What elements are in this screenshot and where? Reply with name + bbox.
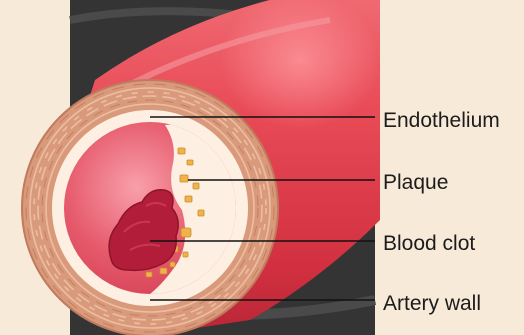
endothelium-label: Endothelium: [383, 110, 500, 131]
blood-clot-label: Blood clot: [383, 233, 475, 254]
plaque-label: Plaque: [383, 172, 448, 193]
artery-wall-label: Artery wall: [383, 293, 481, 314]
